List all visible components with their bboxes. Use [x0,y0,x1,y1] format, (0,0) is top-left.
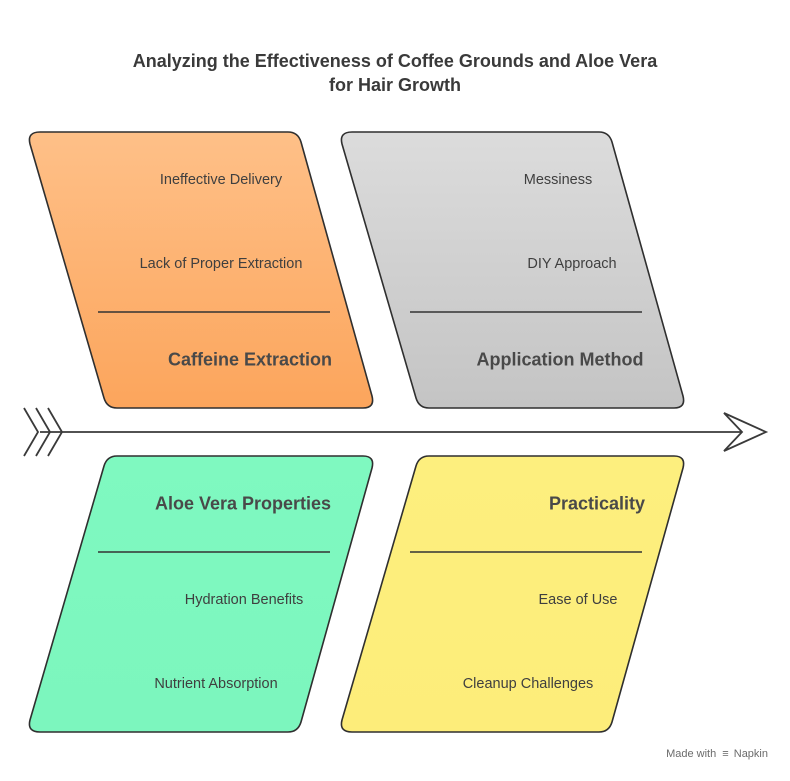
tail-chevron-3 [47,407,64,457]
cause-nutrient-absorption: Nutrient Absorption [154,676,278,692]
category-caffeine-extraction: Caffeine Extraction [167,349,333,370]
napkin-logo-icon: ≡ [722,748,729,760]
cause-hydration-benefits: Hydration Benefits [184,592,304,608]
tail-chevron-1 [23,407,40,457]
title-line-1: Analyzing the Effectiveness of Coffee Gr… [132,51,658,71]
cause-cleanup-challenges: Cleanup Challenges [462,676,594,692]
aloe-vera-properties-box [28,455,374,733]
practicality-box [340,455,685,733]
application-method-box [340,131,685,409]
category-practicality: Practicality [548,493,646,514]
made-with-label: Made with [666,748,717,760]
cause-ineffective-delivery: Ineffective Delivery [159,172,283,188]
category-application-method: Application Method [476,349,644,370]
made-with-napkin-badge: Made with ≡ Napkin [666,748,768,760]
category-aloe-vera-properties: Aloe Vera Properties [154,493,332,514]
cause-diy-approach: DIY Approach [527,256,617,272]
tail-chevron-2 [35,407,52,457]
cause-messiness: Messiness [523,172,593,188]
caffeine-extraction-box [28,131,374,409]
spine-arrow [23,407,769,457]
diagram-title: Analyzing the Effectiveness of Coffee Gr… [95,49,695,97]
arrow-head-icon [723,412,769,452]
cause-ease-of-use: Ease of Use [538,592,618,608]
cause-lack-of-proper-extraction: Lack of Proper Extraction [139,256,303,272]
napkin-brand-label: Napkin [733,748,768,760]
title-line-2: for Hair Growth [328,75,461,95]
